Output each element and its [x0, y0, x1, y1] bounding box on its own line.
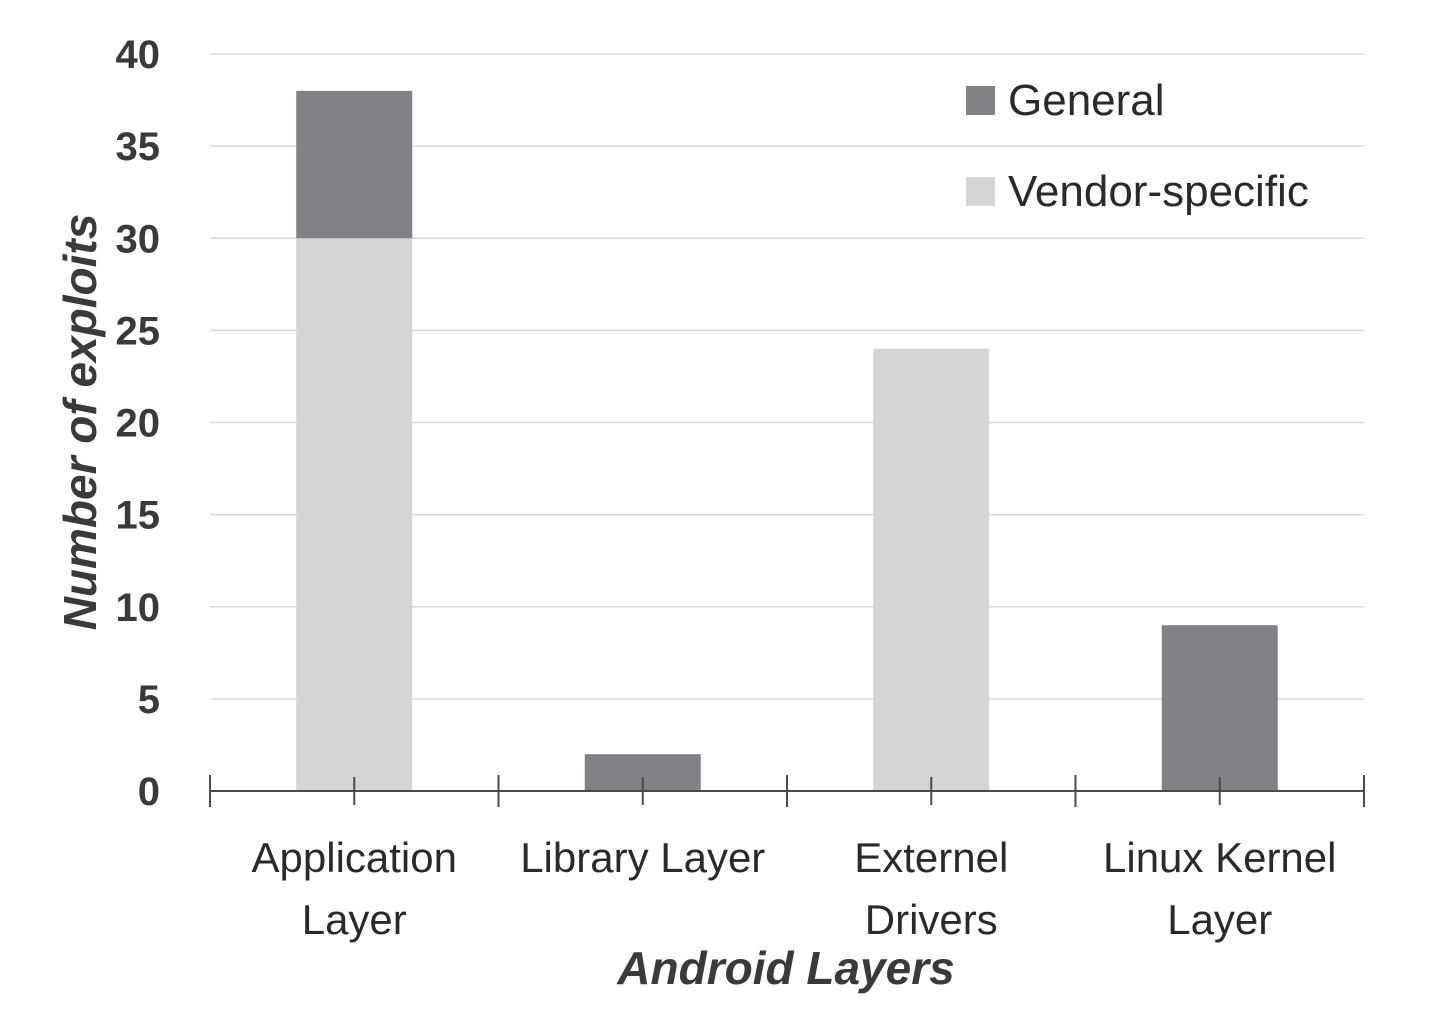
- x-category-label-0-line-0: Application: [252, 834, 457, 881]
- y-tick-label-35: 35: [116, 125, 161, 169]
- y-tick-label-0: 0: [138, 770, 160, 814]
- y-tick-label-20: 20: [116, 402, 161, 446]
- y-tick-labels: 0 5 10 15 20 25 30 35 40: [116, 33, 161, 814]
- bars: [296, 90, 1278, 791]
- legend-label-vendor-specific: Vendor-specific: [1008, 167, 1309, 216]
- bar-vendor-specific-0: [296, 238, 413, 791]
- axes: [209, 775, 1365, 807]
- y-tick-label-25: 25: [116, 309, 161, 353]
- bar-vendor-specific-2: [873, 348, 990, 791]
- legend-swatch-vendor-specific: [966, 177, 995, 206]
- y-tick-label-5: 5: [138, 678, 160, 722]
- y-tick-label-15: 15: [116, 494, 161, 538]
- x-category-label-1: Library Layer: [520, 834, 765, 881]
- y-tick-label-10: 10: [116, 586, 161, 630]
- x-category-label-2-line-0: Externel: [854, 834, 1008, 881]
- bar-general-0: [296, 90, 413, 239]
- legend-swatch-general: [966, 86, 995, 115]
- x-category-label-2-line-1: Drivers: [865, 896, 998, 943]
- x-category-label-1-line-0: Library Layer: [520, 834, 765, 881]
- x-category-label-3-line-1: Layer: [1167, 896, 1272, 943]
- y-axis-title: Number of exploits: [54, 214, 106, 631]
- x-category-label-3-line-0: Linux Kernel: [1103, 834, 1336, 881]
- bar-general-3: [1161, 625, 1278, 791]
- x-axis-title: Android Layers: [616, 942, 954, 994]
- legend-label-general: General: [1008, 76, 1165, 125]
- x-category-label-0-line-1: Layer: [302, 896, 407, 943]
- y-tick-label-40: 40: [116, 33, 161, 77]
- y-tick-label-30: 30: [116, 217, 161, 261]
